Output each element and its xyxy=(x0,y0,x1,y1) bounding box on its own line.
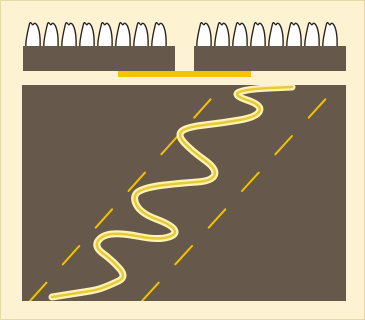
tooth-icon xyxy=(134,23,148,48)
tooth-icon xyxy=(269,23,283,48)
gold-connector-bar xyxy=(118,71,251,77)
tooth-icon xyxy=(305,23,319,48)
gum-block-left xyxy=(23,46,175,71)
tooth-icon xyxy=(323,23,337,48)
gum-block-right xyxy=(194,46,346,71)
tooth-icon xyxy=(233,23,247,48)
tooth-icon xyxy=(44,23,58,48)
tooth-icon xyxy=(26,23,40,48)
tooth-icon xyxy=(152,23,166,48)
teeth-left-group xyxy=(26,23,166,48)
tooth-icon xyxy=(98,23,112,48)
teeth-right-group xyxy=(197,23,337,48)
tooth-icon xyxy=(251,23,265,48)
tooth-icon xyxy=(80,23,94,48)
tooth-icon xyxy=(287,23,301,48)
panel-background xyxy=(22,85,346,301)
wire-panel xyxy=(22,85,346,301)
tooth-icon xyxy=(116,23,130,48)
tooth-icon xyxy=(197,23,211,48)
tooth-icon xyxy=(62,23,76,48)
tooth-icon xyxy=(215,23,229,48)
